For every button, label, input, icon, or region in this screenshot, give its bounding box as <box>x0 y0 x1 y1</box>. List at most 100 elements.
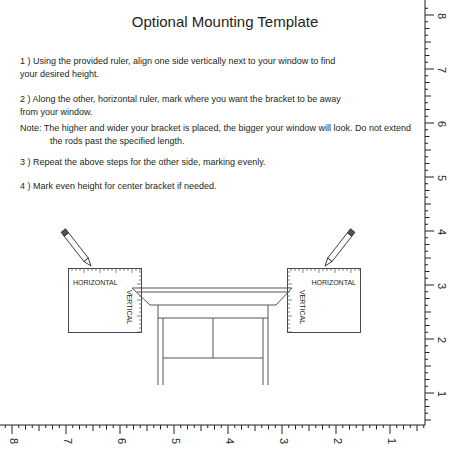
ruler-tick <box>228 425 229 434</box>
ruler-tick <box>425 285 434 286</box>
ruler-tick <box>425 8 428 9</box>
pencil-body <box>64 233 88 262</box>
pencil-eraser <box>347 229 354 236</box>
ruler-tick <box>221 425 222 428</box>
ruler-tick <box>5 425 6 428</box>
ruler-tick <box>174 425 175 434</box>
ruler-number: 4 <box>223 438 234 444</box>
instruction-text: Note: The higher and wider your bracket … <box>20 122 415 147</box>
ruler-tick <box>390 425 391 434</box>
ruler-tick <box>425 116 428 117</box>
ruler-tick <box>425 75 428 76</box>
ruler-tick <box>32 425 33 428</box>
ruler-tick <box>425 129 428 130</box>
ruler-tick <box>234 425 235 428</box>
ruler-tick <box>425 359 428 360</box>
ruler-tick <box>425 366 431 367</box>
ruler-tick <box>425 102 428 103</box>
ruler-tick <box>93 425 94 431</box>
window-mullion <box>213 318 214 358</box>
ruler-tick <box>425 379 430 380</box>
ruler-tick <box>425 332 428 333</box>
ruler-tick <box>425 143 428 144</box>
ruler-tick <box>79 425 80 430</box>
ruler-tick <box>425 136 430 137</box>
ruler-marks <box>0 0 434 434</box>
ruler-number: 1 <box>436 390 447 396</box>
ruler-tick <box>425 28 430 29</box>
instruction-text: 1 ) Using the provided ruler, align one … <box>20 55 355 80</box>
ruler-tick <box>288 425 289 428</box>
ruler-number: 6 <box>436 120 447 126</box>
ruler-tick <box>133 425 134 430</box>
ruler-tick <box>425 386 428 387</box>
instruction-text: 3 ) Repeat the above steps for the other… <box>20 156 355 169</box>
pencil-body <box>328 233 352 262</box>
window-drawing <box>132 288 292 385</box>
ruler-tick <box>160 425 161 430</box>
ruler-tick <box>113 425 114 428</box>
vertical-label: VERTICAL <box>126 290 133 324</box>
ruler-tick <box>403 425 404 430</box>
ruler-tick <box>425 339 434 340</box>
ruler-tick <box>201 425 202 431</box>
ruler-number: 4 <box>436 228 447 234</box>
ruler-number: 5 <box>436 174 447 180</box>
ruler-tick <box>25 425 26 430</box>
ruler-tick <box>425 298 430 299</box>
ruler-tick <box>425 42 431 43</box>
vertical-label: VERTICAL <box>299 290 306 324</box>
ruler-tick <box>425 177 434 178</box>
ruler-number: 1 <box>385 438 396 444</box>
ruler-tick <box>425 372 428 373</box>
ruler-tick <box>425 150 431 151</box>
ruler-tick <box>187 425 188 430</box>
ruler-tick <box>425 15 434 16</box>
horizontal-label: HORIZONTAL <box>73 279 118 286</box>
ruler-tick <box>295 425 296 430</box>
ruler-tick <box>425 318 428 319</box>
ruler-tick <box>425 156 428 157</box>
ruler-tick <box>425 413 428 414</box>
ruler-tick <box>425 258 431 259</box>
pencil <box>61 229 93 268</box>
ruler-number: 6 <box>115 438 126 444</box>
ruler-tick <box>59 425 60 428</box>
ruler-tick <box>425 109 430 110</box>
ruler-tick <box>214 425 215 430</box>
ruler-tick <box>425 264 428 265</box>
ruler-tick <box>425 69 434 70</box>
ruler-tick <box>425 271 430 272</box>
ruler-tick <box>66 425 67 434</box>
ruler-tick <box>396 425 397 428</box>
ruler-tick <box>153 425 154 428</box>
template-square: HORIZONTALVERTICAL <box>287 268 361 333</box>
ruler-line <box>0 425 425 426</box>
ruler-tick <box>72 425 73 428</box>
ruler-number: 5 <box>169 438 180 444</box>
ruler-tick <box>425 163 430 164</box>
instruction-text: 2 ) Along the other, horizontal ruler, m… <box>20 93 355 118</box>
ruler-tick <box>349 425 350 430</box>
ruler-tick <box>342 425 343 428</box>
ruler-number: 3 <box>436 282 447 288</box>
ruler-tick <box>425 278 428 279</box>
ruler-tick <box>45 425 46 428</box>
ruler-tick <box>18 425 19 428</box>
ruler-tick <box>425 352 430 353</box>
instruction-text: 4 ) Mark even height for center bracket … <box>20 180 355 193</box>
ruler-tick <box>126 425 127 428</box>
ruler-tick <box>425 210 428 211</box>
ruler-tick <box>180 425 181 428</box>
window-frame <box>268 305 269 385</box>
ruler-tick <box>383 425 384 428</box>
ruler-tick <box>302 425 303 428</box>
ruler-tick <box>363 425 364 431</box>
template-square: HORIZONTAL VERTICAL <box>68 268 142 333</box>
ruler-tick <box>356 425 357 428</box>
ruler-tick <box>282 425 283 434</box>
ruler-tick <box>425 399 428 400</box>
ruler-tick <box>329 425 330 428</box>
window-frame <box>163 318 164 385</box>
